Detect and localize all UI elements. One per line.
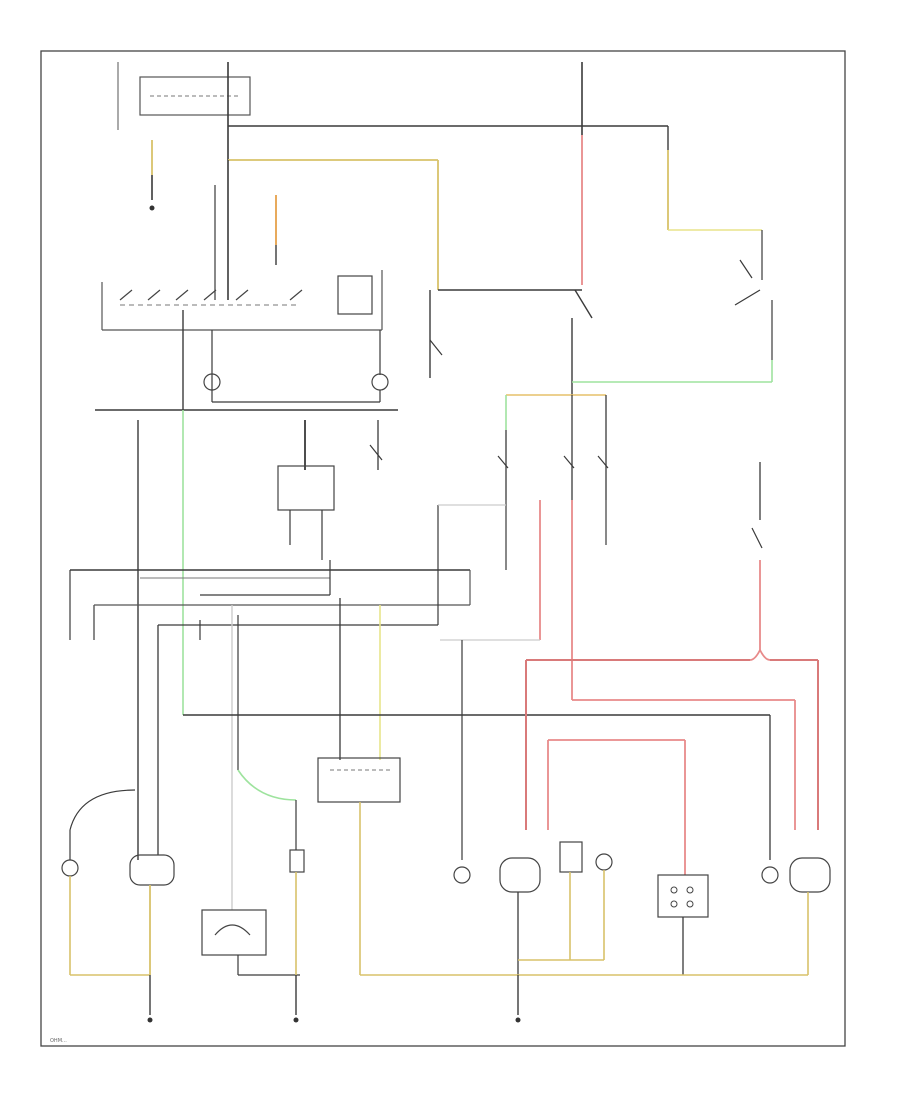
rear-lamp-right-housing: [789, 857, 831, 893]
brake-light-circuit: [525, 462, 819, 875]
lamp-components: [61, 757, 831, 1023]
headlight-switch: [101, 270, 389, 410]
ignition-switch-area: [429, 62, 773, 395]
dimmer-switch-box: [201, 909, 267, 956]
main-harness: [69, 410, 796, 910]
dimmer-module: [337, 275, 373, 315]
license-lamp-right: [595, 853, 613, 871]
headlamp-left: [129, 854, 175, 886]
ground-rear: [515, 1017, 521, 1023]
flasher-unit: [277, 465, 335, 511]
lamp-left-rear: [453, 866, 471, 884]
rear-lamp-left-housing: [499, 857, 541, 893]
lamp-socket-mid: [289, 849, 305, 873]
ground-point-top-left: [149, 205, 155, 211]
lamp-illumination-right: [371, 373, 389, 391]
flasher-relay: [277, 420, 383, 560]
ground-mid: [293, 1017, 299, 1023]
fuse-box-top: [139, 76, 251, 116]
license-lamp-left: [559, 841, 583, 873]
lamp-left-front: [61, 859, 79, 877]
ground-left: [147, 1017, 153, 1023]
instrument-cluster-connector: [317, 757, 401, 803]
lamp-right-rear: [761, 866, 779, 884]
fuse-feeds: [497, 394, 609, 700]
diagram-frame: [40, 50, 846, 1047]
trailer-socket: [657, 874, 709, 918]
diagram-footer-label: OHM...: [50, 1038, 67, 1044]
top-left-junction: [117, 62, 668, 300]
